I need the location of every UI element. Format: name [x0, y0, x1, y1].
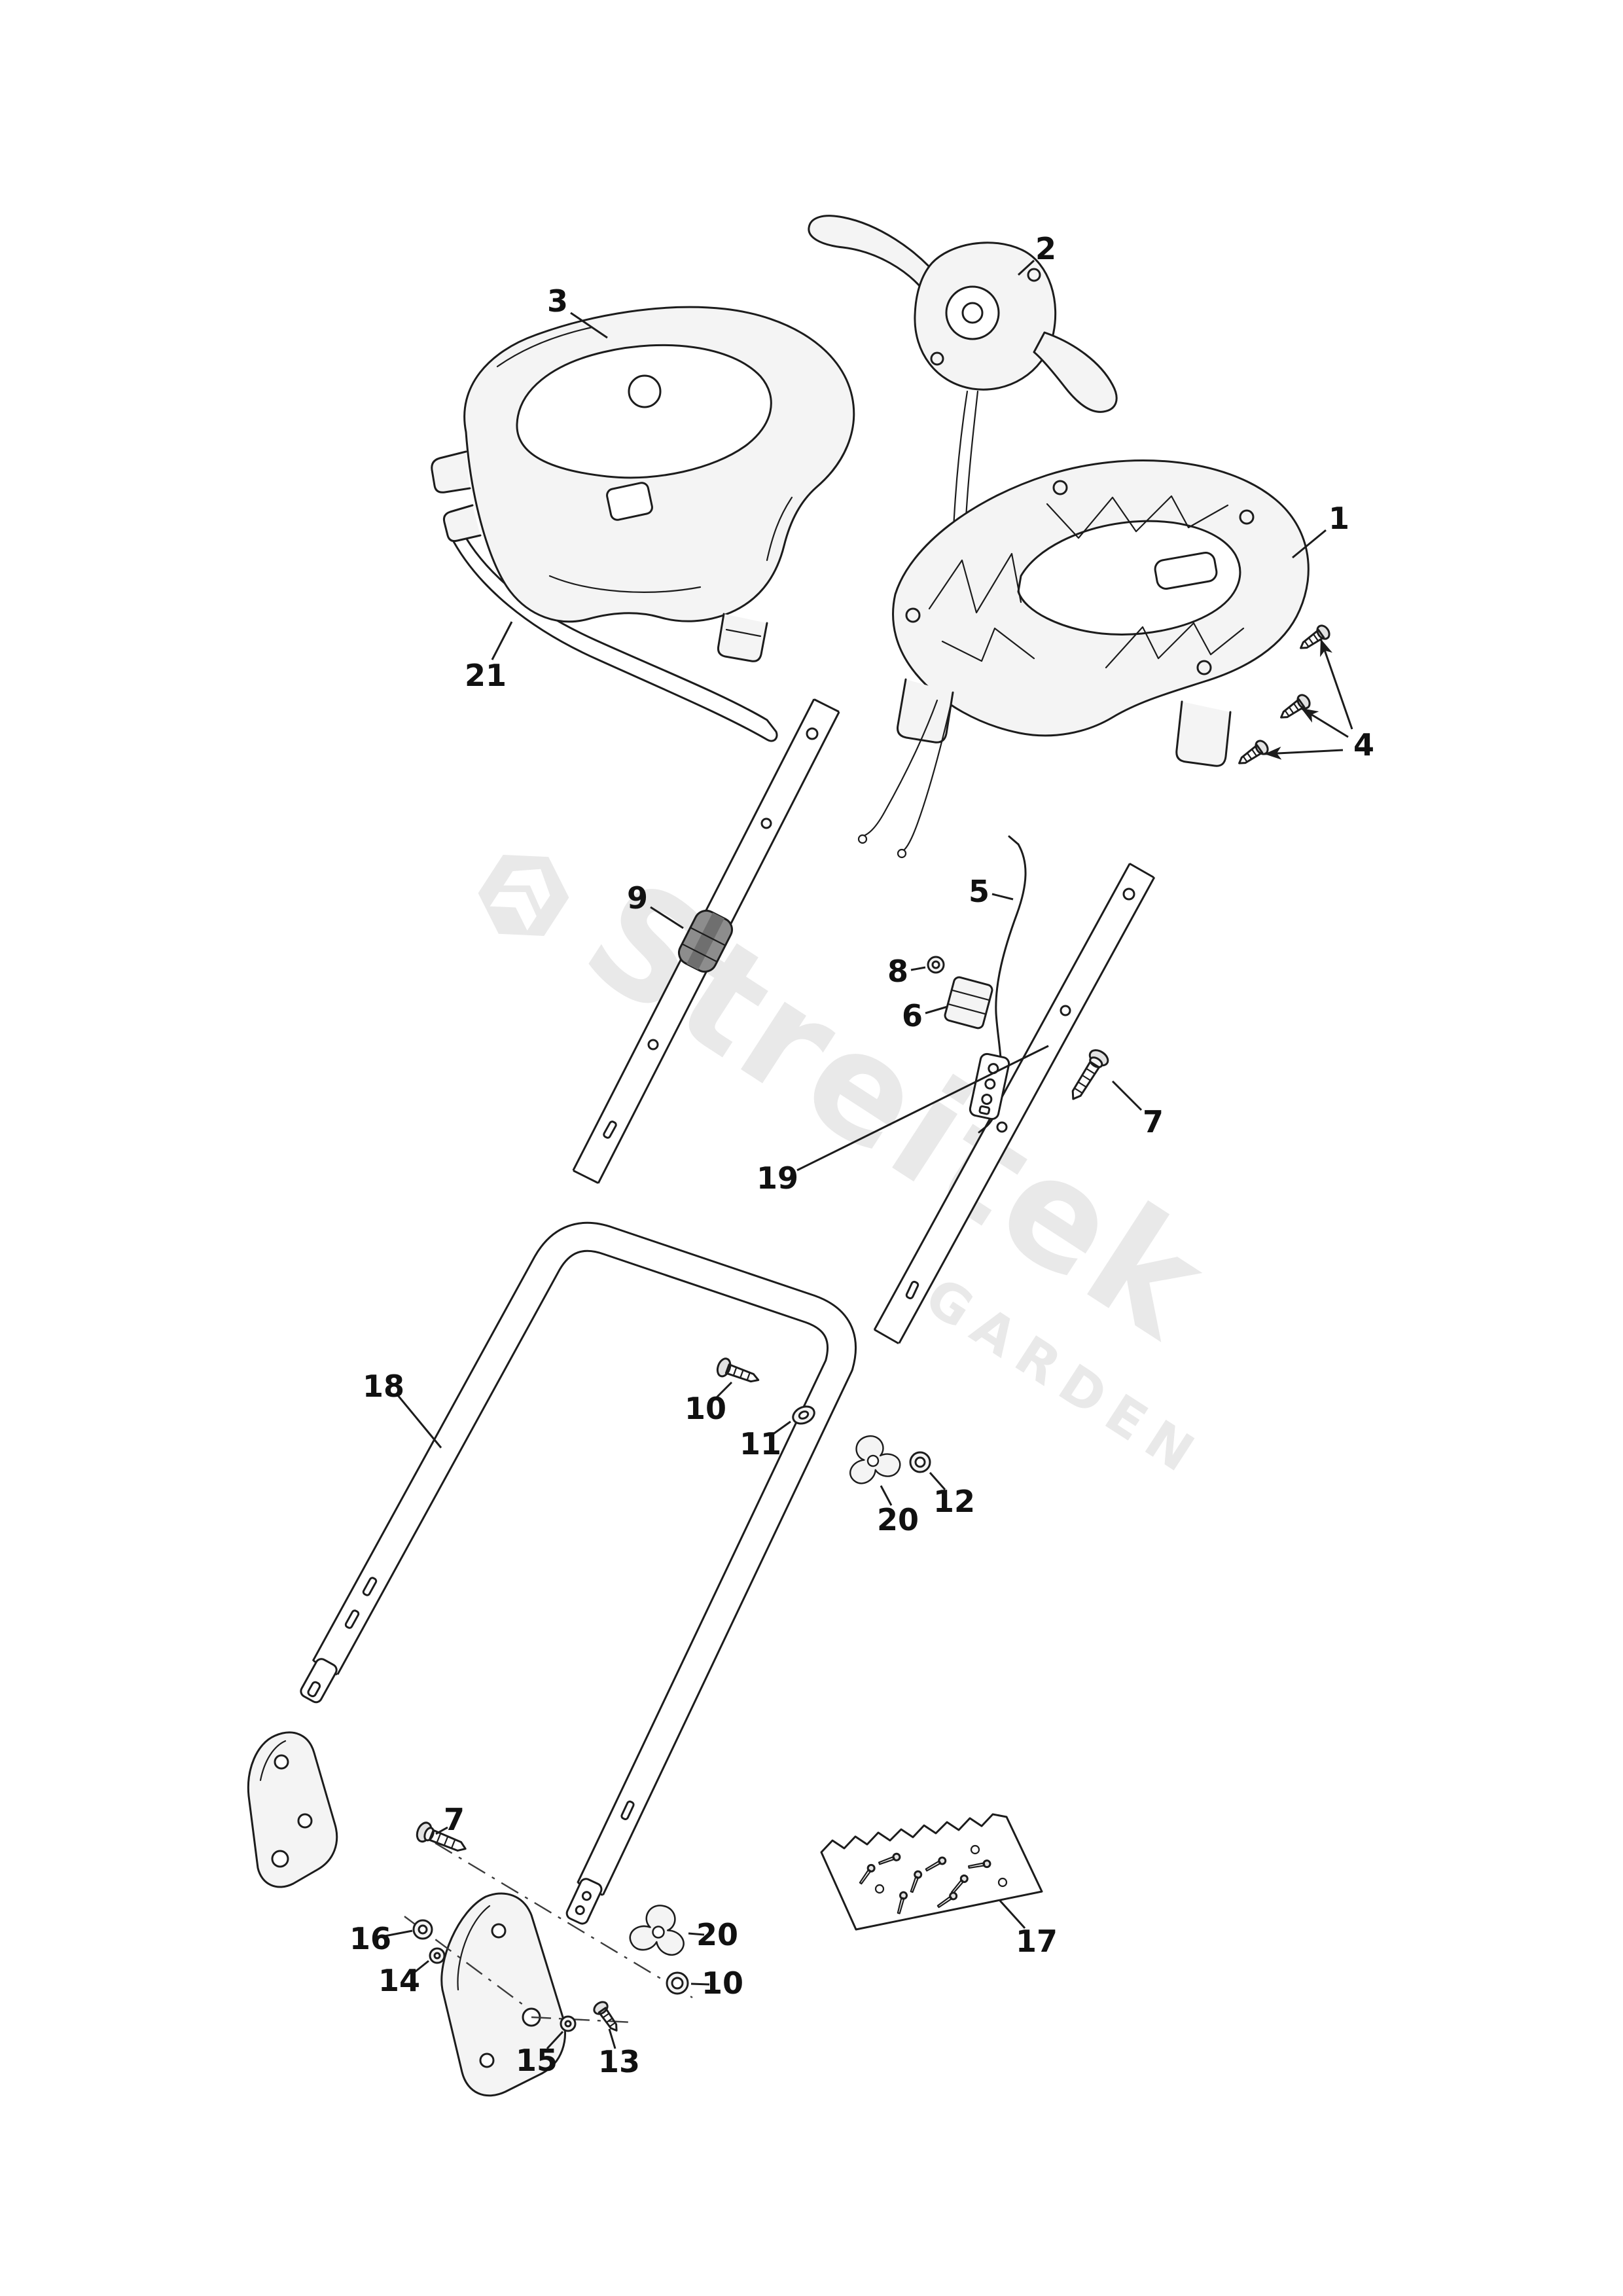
part-callout-12-15: 12 [933, 1484, 975, 1519]
leader-line-part-4 [1319, 638, 1353, 730]
part-3-upper-handle-cover [431, 306, 855, 662]
part-callout-15-21: 15 [516, 2043, 558, 2078]
part-2-throttle-control [808, 215, 1118, 590]
part-16-washer [412, 1919, 433, 1940]
part-11-washer [792, 1405, 815, 1425]
leader-line-part-2 [1017, 259, 1035, 276]
watermark-logo-icon [478, 854, 569, 937]
part-6-cable-clip [944, 976, 993, 1030]
part-callout-2-1: 2 [1035, 231, 1056, 266]
leader-line-part-17 [999, 1899, 1026, 1929]
leader-line-part-21 [491, 621, 513, 660]
leader-line-part-19 [796, 1045, 1049, 1172]
handle-bracket-lower [440, 1892, 566, 2097]
leader-line-part-11 [772, 1420, 791, 1436]
part-callout-1-2: 1 [1329, 501, 1349, 536]
part-callout-8-7: 8 [887, 954, 908, 989]
assembly-axes [404, 1842, 693, 2024]
part-21-handle-rod [448, 522, 778, 742]
leader-line-part-10 [715, 1381, 733, 1399]
part-7-screw-right [1071, 1049, 1109, 1100]
part-10-screw-upper [716, 1357, 760, 1383]
part-callout-4-3: 4 [1353, 727, 1374, 762]
part-10-nut-bottom [666, 1971, 689, 1995]
leader-line-part-20 [880, 1485, 893, 1506]
part-callout-21-4: 21 [465, 658, 507, 693]
part-callout-17-23: 17 [1016, 1924, 1058, 1959]
leader-line-part-3 [570, 312, 608, 339]
part-callout-20-19: 20 [696, 1917, 738, 1952]
part-17-hardware-bag [820, 1813, 1043, 1931]
leader-line-part-4 [1300, 707, 1349, 738]
part-callout-7-16: 7 [444, 1802, 465, 1837]
part-callout-16-17: 16 [349, 1921, 391, 1956]
part-9-cable-clamp [678, 909, 733, 973]
leader-line-part-20 [688, 1932, 705, 1936]
part-callout-3-0: 3 [547, 283, 568, 319]
part-15-nut [560, 2015, 577, 2032]
leader-line-part-12 [929, 1472, 946, 1490]
part-13-screw [593, 2001, 618, 2032]
leader-line-part-18 [397, 1395, 442, 1448]
part-20-knob-upper [849, 1435, 901, 1484]
leader-line-part-7 [435, 1826, 448, 1835]
leader-line-part-13 [608, 2028, 616, 2049]
part-callout-10-12: 10 [685, 1391, 726, 1426]
part-callout-6-8: 6 [902, 998, 923, 1033]
part-callout-14-18: 14 [378, 1963, 420, 1998]
leader-line-part-5 [991, 893, 1014, 901]
part-12-nut [909, 1451, 931, 1473]
leader-line-part-7 [1111, 1080, 1143, 1111]
part-18-lower-handle [300, 1221, 857, 1925]
leader-line-part-4 [1264, 746, 1344, 760]
part-callout-9-5: 9 [627, 880, 648, 916]
leader-line-part-14 [412, 1960, 429, 1975]
part-20-knob-bottom [629, 1905, 685, 1956]
part-callout-19-10: 19 [757, 1160, 798, 1196]
leader-line-part-15 [546, 2030, 564, 2050]
leader-line-part-8 [910, 966, 926, 971]
part-callout-18-11: 18 [363, 1369, 404, 1404]
part-callout-20-14: 20 [877, 1502, 919, 1537]
part-callout-5-6: 5 [969, 874, 990, 909]
part-callout-7-9: 7 [1143, 1104, 1164, 1139]
part-callout-13-22: 13 [598, 2044, 640, 2079]
part-8-nut [927, 956, 945, 974]
leader-line-part-6 [925, 1005, 948, 1014]
leader-line-part-1 [1292, 529, 1327, 559]
part-callout-10-20: 10 [702, 1965, 743, 2001]
part-14-nut [429, 1947, 446, 1964]
handle-bracket-upper [247, 1731, 338, 1888]
part-4-screws [1238, 624, 1330, 764]
part-callout-11-13: 11 [740, 1426, 781, 1462]
leader-line-part-16 [384, 1929, 413, 1937]
part-7-screw-bottom [416, 1821, 467, 1852]
leader-line-part-9 [650, 906, 684, 929]
bag-fasteners [859, 1844, 1008, 1914]
part-1-handle-console [857, 459, 1310, 859]
